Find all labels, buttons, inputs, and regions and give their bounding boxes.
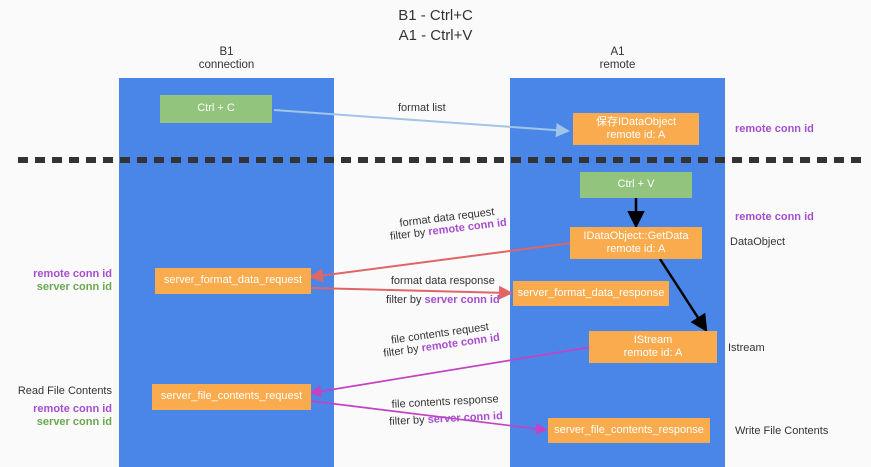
- box-save-dataobject-line2: remote id: A: [606, 129, 666, 141]
- box-istream-line1: IStream: [633, 333, 673, 346]
- edge-label-format-list-text: format list: [398, 102, 446, 114]
- page-title: B1 - Ctrl+C A1 - Ctrl+V: [0, 6, 871, 46]
- box-save-dataobject-line1: 保存IDataObject: [595, 115, 677, 128]
- box-save-dataobject[interactable]: 保存IDataObject remote id: A: [573, 113, 699, 145]
- box-istream-line2: remote id: A: [623, 347, 683, 359]
- right-label-dataobject: DataObject: [730, 236, 786, 248]
- box-server-file-contents-request[interactable]: server_file_contents_request: [152, 384, 311, 410]
- box-idataobject-getdata[interactable]: IDataObject::GetData remote id: A: [570, 227, 702, 259]
- box-istream[interactable]: IStream remote id: A: [589, 331, 717, 363]
- lane-header-b1-sub: connection: [198, 59, 255, 71]
- lane-header-a1: A1 remote: [510, 46, 725, 72]
- filter-key-server-conn-id: server conn id: [424, 294, 500, 306]
- box-server-format-data-response-label: server_format_data_response: [517, 286, 665, 299]
- edge-label-format-list: format list: [398, 102, 446, 114]
- box-ctrl-c[interactable]: Ctrl + C: [160, 95, 272, 123]
- right-label-istream: Istream: [728, 342, 765, 354]
- edge-label-file-contents-response-filter: filter by server conn id: [389, 410, 503, 428]
- edge-label-format-data-response-text: format data response: [390, 275, 495, 287]
- edge-label-file-contents-response-text: file contents response: [391, 393, 499, 411]
- title-line-2: A1 - Ctrl+V: [398, 27, 473, 44]
- right-label-remote-conn-id-top: remote conn id: [735, 123, 814, 135]
- edge-label-format-data-response-filter: filter by server conn id: [386, 294, 500, 306]
- edge-label-format-data-request: format data request filter by remote con…: [388, 205, 507, 243]
- lane-header-a1-sub: remote: [599, 59, 636, 71]
- filter-prefix: filter by: [388, 413, 428, 428]
- box-ctrl-v[interactable]: Ctrl + V: [580, 172, 692, 198]
- left-label-remote-conn-id-b: remote conn id: [33, 403, 112, 415]
- right-label-remote-conn-id-mid: remote conn id: [735, 211, 814, 223]
- box-server-format-data-request[interactable]: server_format_data_request: [155, 268, 311, 294]
- lane-header-b1-name: B1: [219, 46, 234, 58]
- edge-label-file-contents-request: file contents request filter by remote c…: [381, 320, 501, 360]
- box-idataobject-getdata-line2: remote id: A: [606, 243, 666, 255]
- filter-key-server-conn-id: server conn id: [427, 410, 504, 426]
- box-server-file-contents-response[interactable]: server_file_contents_response: [548, 418, 710, 443]
- edge-label-format-data-response: format data response filter by server co…: [386, 275, 500, 306]
- filter-prefix: filter by: [386, 294, 425, 306]
- box-ctrl-c-label: Ctrl + C: [197, 102, 235, 115]
- box-server-format-data-response[interactable]: server_format_data_response: [513, 281, 669, 306]
- box-server-file-contents-request-label: server_file_contents_request: [160, 390, 303, 403]
- lane-header-b1: B1 connection: [119, 46, 334, 72]
- box-ctrl-v-label: Ctrl + V: [617, 178, 655, 191]
- left-label-read-file-contents: Read File Contents: [17, 385, 112, 397]
- right-label-write-file-contents: Write File Contents: [735, 425, 829, 437]
- box-server-format-data-request-label: server_format_data_request: [163, 274, 303, 287]
- edge-label-file-contents-response: file contents response filter by server …: [388, 393, 503, 428]
- box-idataobject-getdata-line1: IDataObject::GetData: [583, 229, 689, 242]
- left-label-remote-conn-id-a: remote conn id: [33, 268, 112, 280]
- left-label-server-conn-id-b: server conn id: [36, 416, 112, 428]
- title-line-1: B1 - Ctrl+C: [398, 7, 473, 24]
- lane-header-a1-name: A1: [610, 46, 625, 58]
- left-label-server-conn-id-a: server conn id: [36, 281, 112, 293]
- box-server-file-contents-response-label: server_file_contents_response: [554, 423, 704, 436]
